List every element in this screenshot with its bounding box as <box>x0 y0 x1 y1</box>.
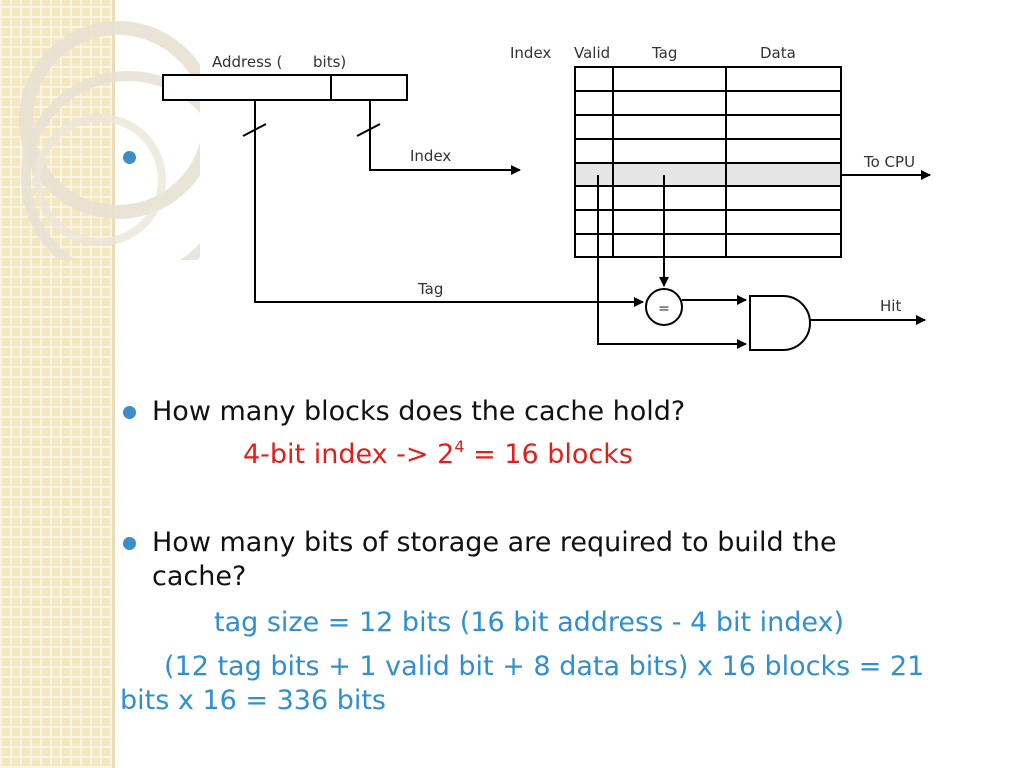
cache-table <box>574 66 842 258</box>
answer-1-prefix: 4-bit index -> 2 <box>243 439 455 470</box>
tag-comparator <box>645 288 683 326</box>
valid-bit-line <box>597 175 747 349</box>
answer-1-exponent: 4 <box>454 437 465 456</box>
index-arrow <box>369 100 521 175</box>
comparator-symbol: = <box>658 301 670 317</box>
index-column-header: Index <box>510 44 551 62</box>
bullet-dot-question-1 <box>123 406 136 419</box>
to-cpu-label: To CPU <box>863 153 915 171</box>
valid-column-header: Valid <box>574 44 610 62</box>
side-strip-edge <box>112 0 115 768</box>
answer-1-suffix: = 16 blocks <box>464 439 633 470</box>
hidden-bullet-dot <box>123 151 136 164</box>
decorative-rings <box>19 21 200 260</box>
address-register <box>162 74 408 101</box>
selected-cache-row <box>575 163 841 186</box>
index-width-slash <box>356 123 381 137</box>
answer-1: 4-bit index -> 24 = 16 blocks <box>243 438 633 472</box>
tag-line <box>254 100 644 307</box>
address-label-end: bits) <box>313 53 346 71</box>
data-column-header: Data <box>760 44 796 62</box>
tag-line-label: Tag <box>417 280 443 298</box>
cache-diagram: Address ( bits) Index Index Valid Tag Da… <box>162 44 931 351</box>
bullet-dot-question-2 <box>123 537 136 550</box>
and-gate <box>749 295 811 351</box>
answer-2-line-2: (12 tag bits + 1 valid bit + 8 data bits… <box>164 651 925 682</box>
question-2-line-1: How many bits of storage are required to… <box>152 527 837 558</box>
question-1-text: How many blocks does the cache hold? <box>152 396 686 427</box>
question-2-line-2: cache? <box>152 561 247 592</box>
decorative-side-strip <box>0 0 112 768</box>
index-arrow-label: Index <box>410 147 451 165</box>
hit-label: Hit <box>880 297 901 315</box>
answer-2-line-1: tag size = 12 bits (16 bit address - 4 b… <box>214 607 845 638</box>
address-label-start: Address ( <box>212 53 282 71</box>
answer-2-line-3: bits x 16 = 336 bits <box>120 685 386 716</box>
tag-column-header: Tag <box>651 44 677 62</box>
